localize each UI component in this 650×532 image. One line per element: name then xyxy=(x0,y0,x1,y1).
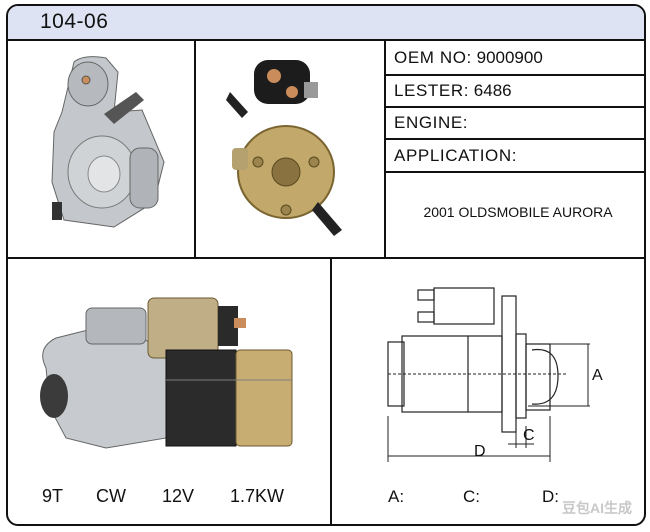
grid-divider xyxy=(384,106,644,108)
grid-divider xyxy=(384,39,386,257)
part-number: 104-06 xyxy=(40,10,109,33)
lester-label: LESTER: xyxy=(394,81,470,100)
power-rating: 1.7KW xyxy=(230,486,285,506)
application-value: 2001 OLDSMOBILE AURORA xyxy=(423,204,613,220)
grid-divider xyxy=(384,138,644,140)
starter-side-view-image xyxy=(40,297,293,449)
dim-label-d: D xyxy=(474,443,486,460)
engine-label: ENGINE: xyxy=(394,113,469,132)
header-bar: 104-06 xyxy=(8,6,644,41)
starter-front-view-image xyxy=(51,56,165,228)
grid-divider xyxy=(384,171,644,173)
rotation-rating: CW xyxy=(96,486,126,506)
dimension-c-label: C: xyxy=(463,487,480,506)
spec-sheet: 104-06 OEM NO: 9000900 L xyxy=(6,4,646,526)
oem-row: OEM NO: 9000900 xyxy=(394,48,543,68)
starter-rear-view-image xyxy=(226,60,342,236)
watermark: 豆包AI生成 xyxy=(562,500,632,516)
grid-divider xyxy=(194,39,196,257)
lester-value: 6486 xyxy=(473,81,512,100)
lester-row: LESTER: 6486 xyxy=(394,81,512,101)
engine-row: ENGINE: xyxy=(394,113,468,133)
grid-divider xyxy=(384,74,644,76)
dimension-d-label: D: xyxy=(542,487,559,506)
voltage-rating: 12V xyxy=(162,486,195,506)
oem-label: OEM NO: xyxy=(394,48,472,67)
teeth-rating: 9T xyxy=(42,486,64,506)
application-label: APPLICATION: xyxy=(394,146,518,165)
dim-label-c: C xyxy=(523,427,535,444)
dimension-diagram: A D C xyxy=(387,287,603,462)
oem-value: 9000900 xyxy=(476,48,543,67)
dim-label-a: A xyxy=(592,367,603,384)
dimension-a-label: A: xyxy=(388,487,405,506)
grid-divider xyxy=(330,257,332,524)
application-row: APPLICATION: xyxy=(394,146,517,166)
grid-divider xyxy=(8,257,644,259)
